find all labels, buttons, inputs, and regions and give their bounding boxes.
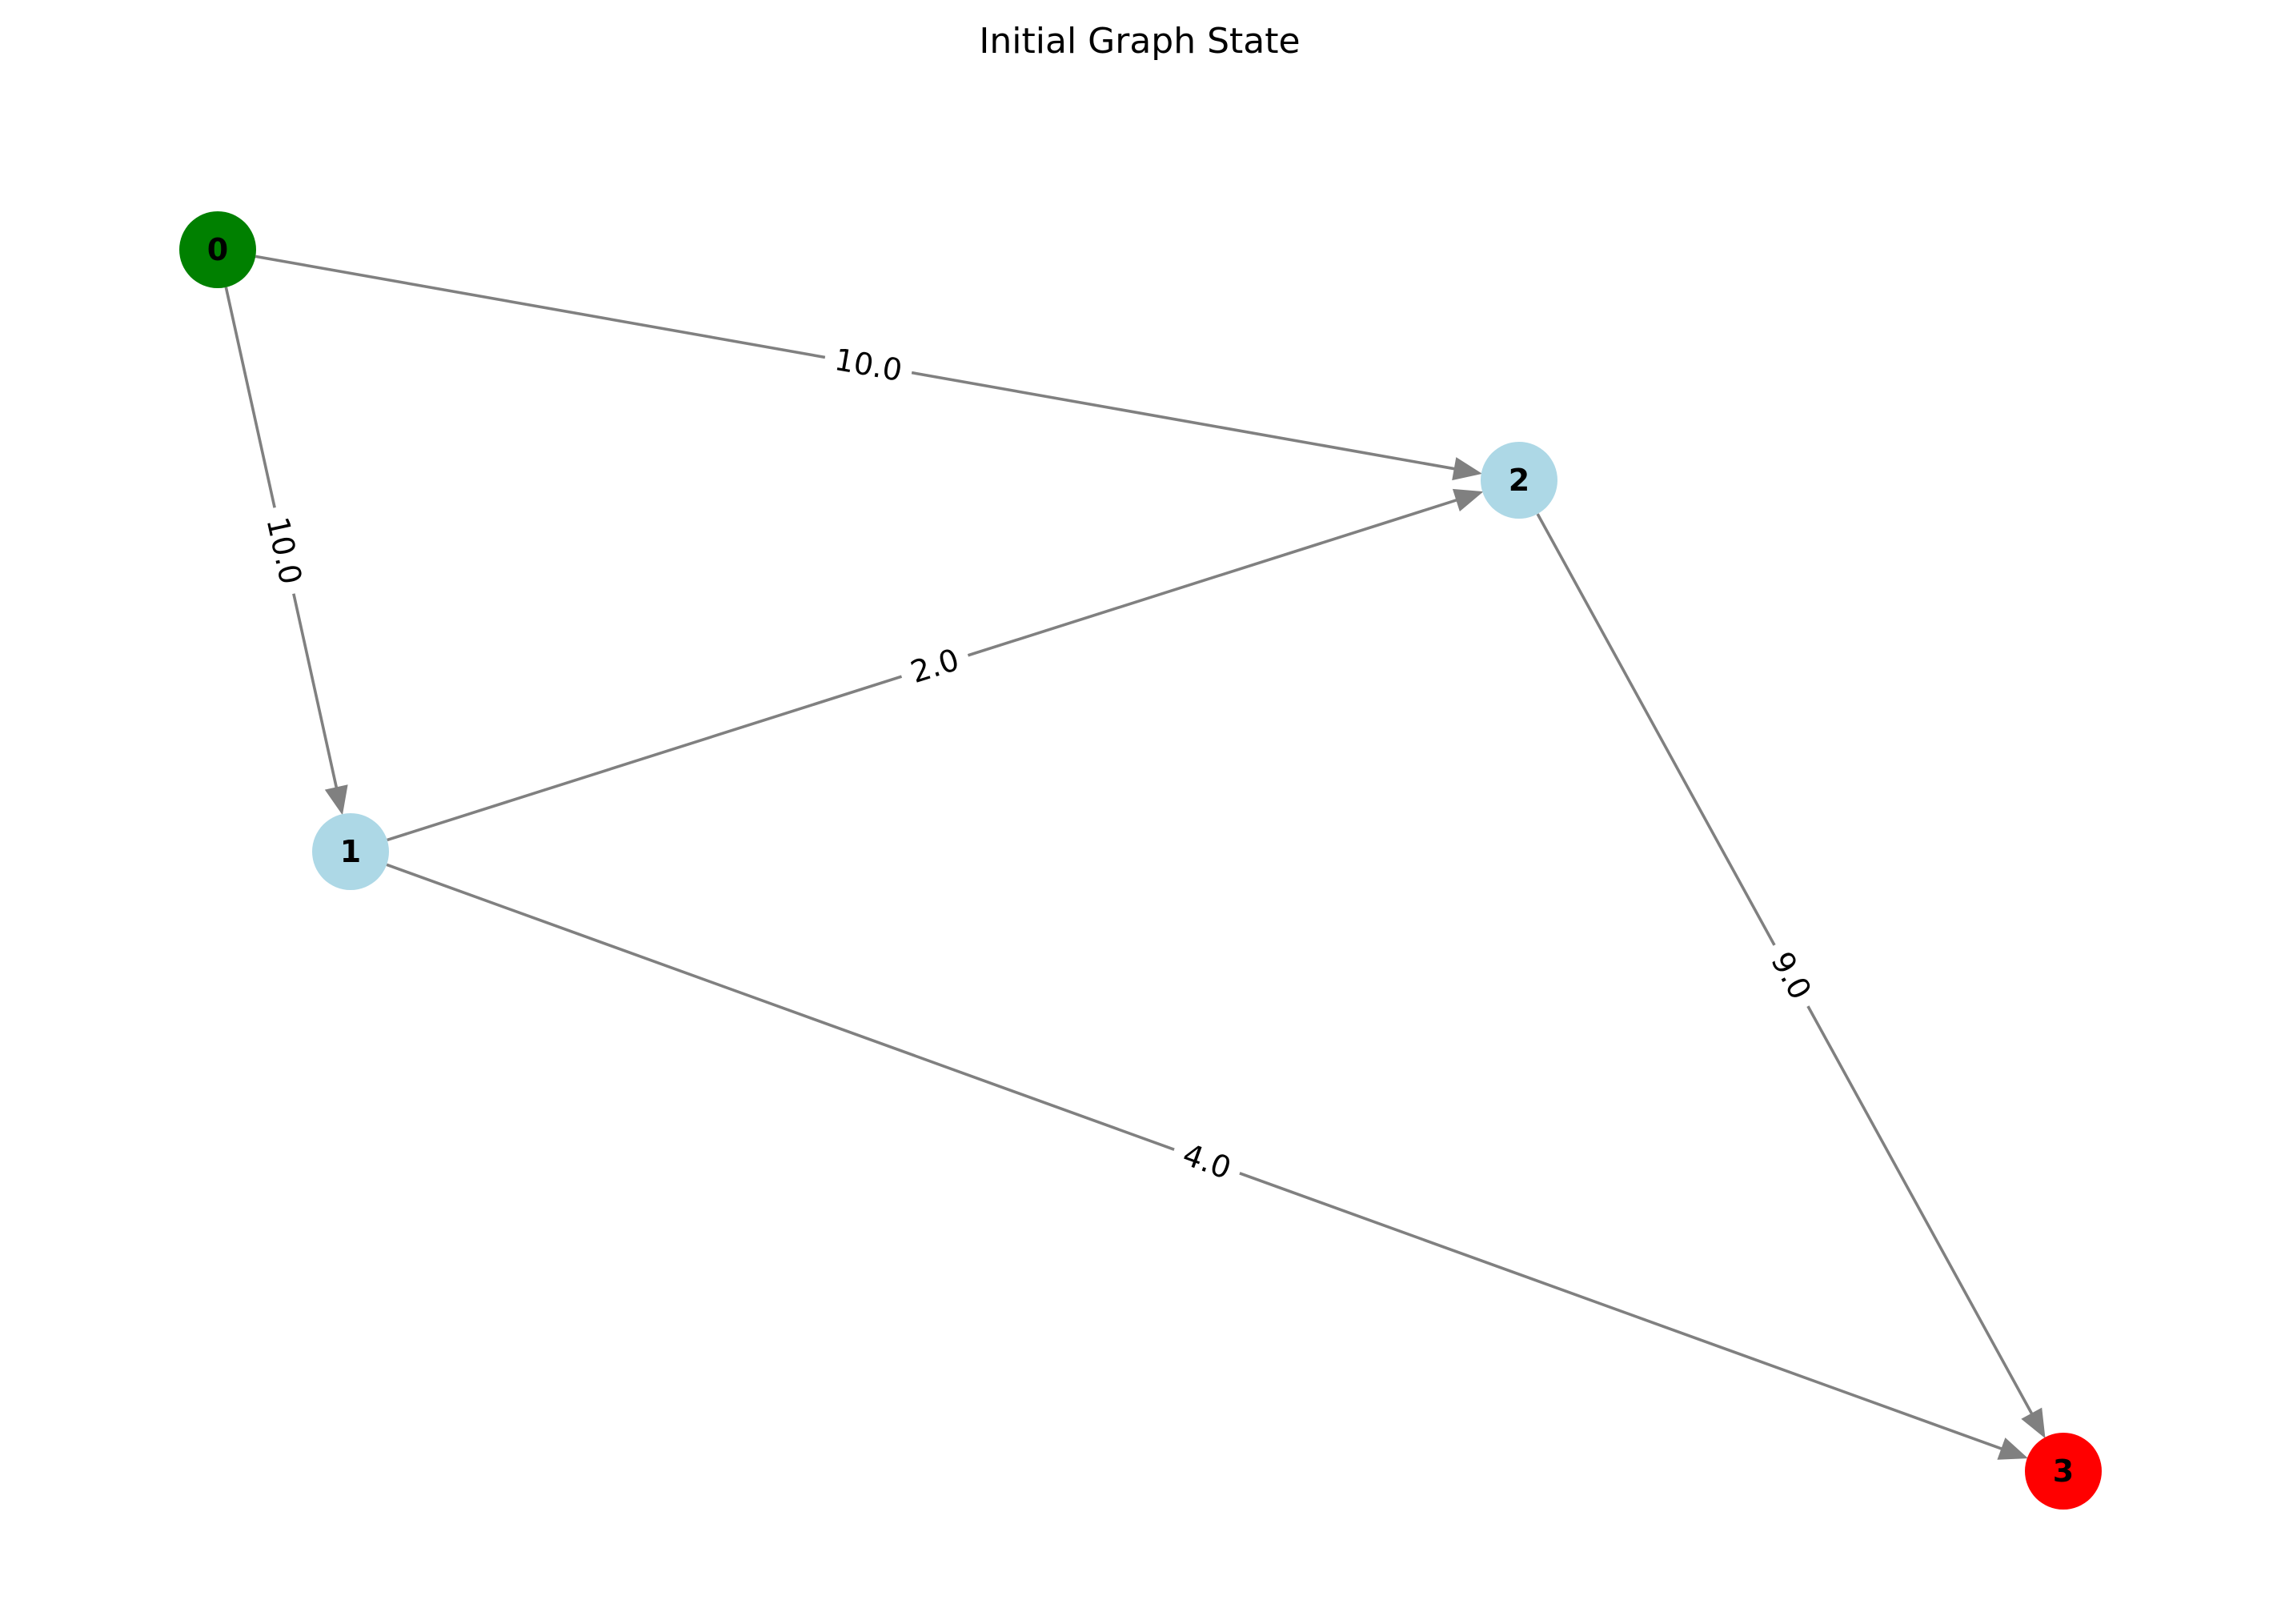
edge-labels-layer: 10.0 10.0 2.0 4.0 9.0 [257,339,1824,1190]
node-label: 0 [207,232,228,267]
edge-weight-label: 10.0 [259,514,308,587]
node-circle [1481,442,1557,519]
node-label: 2 [1509,463,1529,498]
node-3: 3 [2025,1433,2102,1510]
graph-title: Initial Graph State [979,21,1300,62]
edge-label-group-1-3: 4.0 [1168,1133,1246,1190]
node-1: 1 [312,813,389,890]
edge-label-background [822,339,915,391]
edge-weight-label: 10.0 [832,342,905,388]
edge-weight-label: 2.0 [907,642,964,690]
edge-label-background [257,503,311,598]
node-label: 1 [340,834,361,869]
edge-label-group-0-1: 10.0 [257,503,311,598]
node-circle [2025,1433,2102,1510]
arrowhead-0-1 [324,784,348,816]
arrowhead-1-3 [1997,1438,2029,1460]
node-0: 0 [179,211,256,288]
nodes-layer: 0 1 2 3 [179,211,2102,1510]
edge-label-group-1-2: 2.0 [896,638,974,694]
edge-label-group-0-2: 10.0 [822,339,915,391]
node-2: 2 [1481,442,1557,519]
edges-layer [224,255,2046,1460]
arrowhead-2-3 [2021,1407,2046,1439]
node-circle [312,813,389,890]
arrowhead-0-2 [1452,457,1483,481]
node-circle [179,211,256,288]
edge-label-background [896,638,974,694]
edge-label-background [1758,936,1824,1015]
edge-label-group-2-3: 9.0 [1758,936,1824,1015]
arrowhead-1-2 [1452,488,1484,512]
node-label: 3 [2053,1454,2074,1489]
edge-label-background [1168,1133,1246,1190]
